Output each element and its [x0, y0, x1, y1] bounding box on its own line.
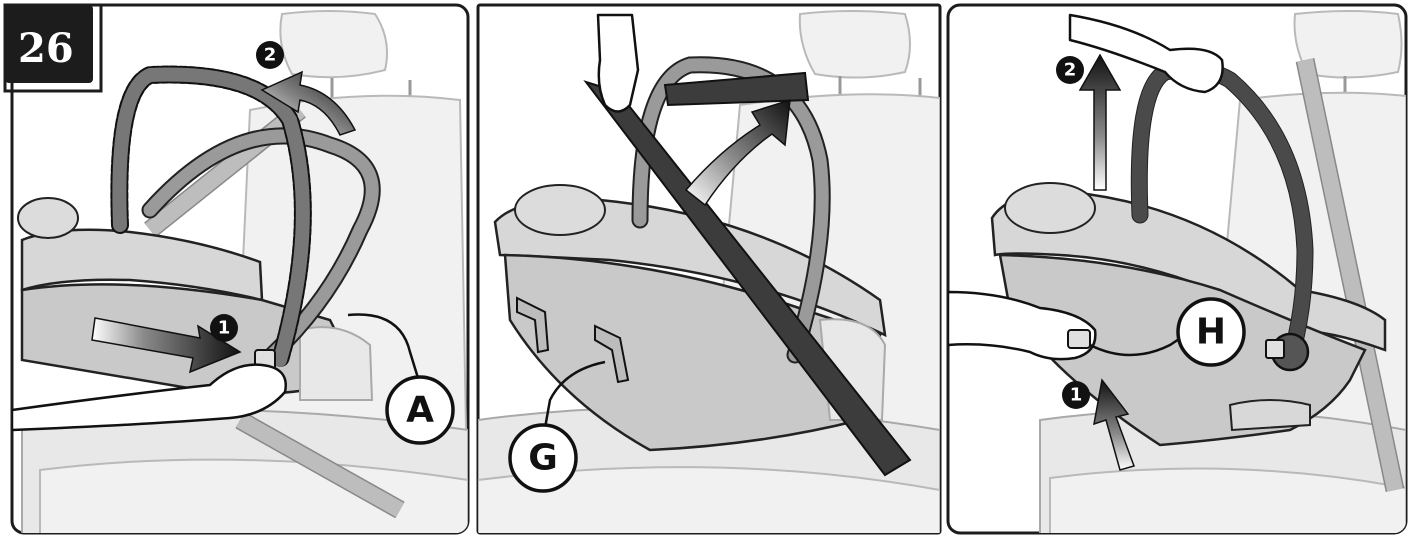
lower-hand: [948, 290, 1097, 361]
push-arrow: [91, 317, 242, 374]
step-marker-label: 1: [218, 318, 231, 339]
panel-1: 26 1 2 A: [3, 3, 470, 535]
hand: [596, 13, 640, 113]
latch-connector: [594, 324, 630, 384]
lift-arrow: [1078, 53, 1122, 191]
step-marker-label: 1: [1070, 385, 1083, 406]
callout-leader-a: [347, 313, 420, 379]
step-marker-2: 2: [256, 41, 284, 69]
panel-3: 1 2 H: [946, 3, 1408, 535]
rotate-arrow: [260, 70, 357, 136]
callout-letter: H: [1196, 312, 1226, 353]
callout-g: G: [508, 423, 578, 493]
upper-hand: [1068, 13, 1224, 94]
callout-leader-g: [543, 360, 606, 429]
callout-h: H: [1176, 297, 1246, 367]
push-arrow: [1093, 378, 1135, 471]
step-marker-label: 2: [264, 45, 277, 66]
rotate-arrow: [684, 98, 791, 207]
release-lever: [1067, 329, 1091, 349]
panel-2: G: [476, 3, 942, 535]
callout-letter: G: [528, 438, 558, 479]
step-marker-1: 1: [1062, 381, 1090, 409]
step-marker-1: 1: [210, 314, 238, 342]
callout-letter: A: [406, 390, 434, 431]
callout-a: A: [385, 375, 455, 445]
step-marker-label: 2: [1064, 60, 1077, 81]
step-marker-2: 2: [1056, 56, 1084, 84]
hand: [12, 363, 287, 432]
step-number: 26: [18, 25, 74, 72]
callout-leader-h: [1089, 333, 1186, 357]
step-badge: 26: [3, 3, 103, 93]
